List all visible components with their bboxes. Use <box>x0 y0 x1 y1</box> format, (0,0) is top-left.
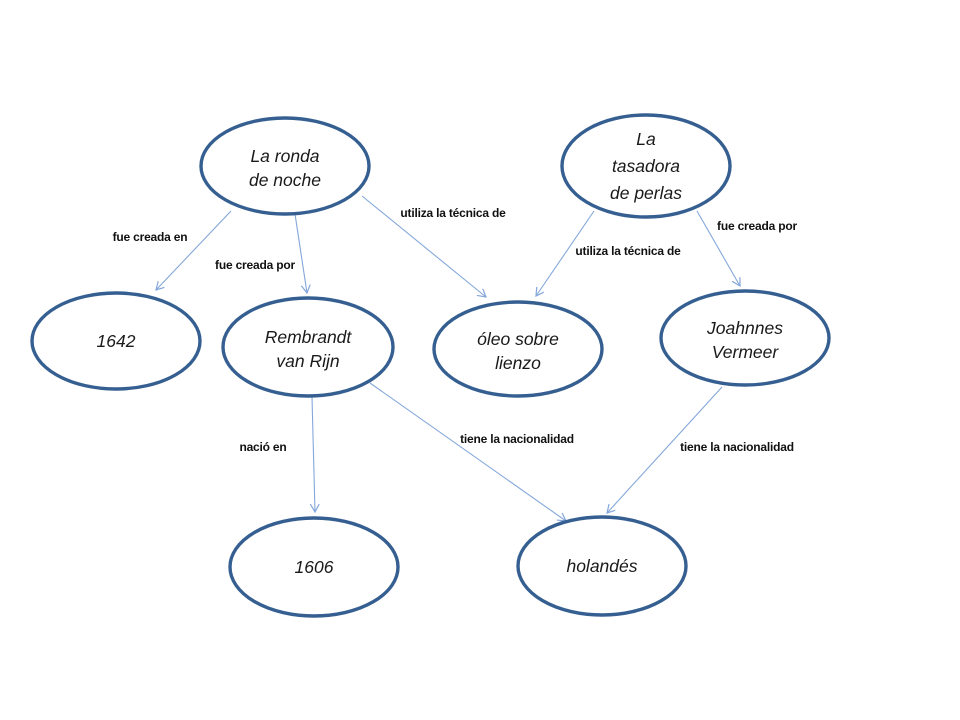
node-label-line: 1606 <box>295 557 334 577</box>
node-label-line: 1642 <box>97 331 136 351</box>
edge-label-fue-creada-por-right: fue creada por <box>717 219 797 233</box>
edge-label-utiliza-tecnica-right: utiliza la técnica de <box>575 244 681 258</box>
edge-label-tiene-nacionalidad-left: tiene la nacionalidad <box>460 432 574 446</box>
node-rembrandt-van-rijn: Rembrandt van Rijn <box>221 296 395 398</box>
node-ellipse <box>221 296 395 398</box>
edge-label-utiliza-tecnica-left: utiliza la técnica de <box>400 206 506 220</box>
node-label-line: Vermeer <box>712 342 780 362</box>
node-label-line: de perlas <box>610 183 682 203</box>
node-la-tasadora-de-perlas: La tasadora de perlas <box>560 113 732 219</box>
edges-layer: fue creada en fue creada por utiliza la … <box>113 195 798 521</box>
node-holandes: holandés <box>516 515 688 617</box>
node-label-line: tasadora <box>612 156 680 176</box>
node-joahnnes-vermeer: Joahnnes Vermeer <box>659 289 831 387</box>
nodes-layer: La ronda de noche La tasadora de perlas … <box>30 113 831 618</box>
edge-rembrandt-holandes <box>369 382 566 521</box>
node-oleo-sobre-lienzo: óleo sobre lienzo <box>432 300 604 398</box>
node-label-line: van Rijn <box>276 351 339 371</box>
node-ellipse <box>30 291 202 391</box>
node-la-ronda-de-noche: La ronda de noche <box>199 116 371 216</box>
node-label-line: La <box>636 129 656 149</box>
node-label-line: holandés <box>566 556 637 576</box>
node-ellipse <box>432 300 604 398</box>
node-label-line: Joahnnes <box>706 318 783 338</box>
node-ellipse <box>228 516 400 618</box>
node-label-line: La ronda <box>250 146 319 166</box>
node-label-line: óleo sobre <box>477 329 559 349</box>
edge-label-fue-creada-en: fue creada en <box>113 230 188 244</box>
node-ellipse <box>516 515 688 617</box>
node-1606: 1606 <box>228 516 400 618</box>
edge-ronda-1642 <box>156 210 232 290</box>
node-label-line: lienzo <box>495 353 541 373</box>
node-label-line: de noche <box>249 170 321 190</box>
edge-ronda-oleo <box>361 195 486 297</box>
edge-ronda-rembrandt <box>294 213 307 293</box>
edge-tasadora-oleo <box>536 210 595 296</box>
edge-vermeer-holandes <box>607 386 723 513</box>
node-label-line: Rembrandt <box>265 327 353 347</box>
edge-rembrandt-1606 <box>312 396 315 512</box>
edge-label-nacio-en: nació en <box>239 440 286 454</box>
edge-label-tiene-nacionalidad-right: tiene la nacionalidad <box>680 440 794 454</box>
node-ellipse <box>199 116 371 216</box>
edge-label-fue-creada-por-left: fue creada por <box>215 258 295 272</box>
node-ellipse <box>560 113 732 219</box>
edge-tasadora-vermeer <box>696 210 740 286</box>
node-ellipse <box>659 289 831 387</box>
node-1642: 1642 <box>30 291 202 391</box>
